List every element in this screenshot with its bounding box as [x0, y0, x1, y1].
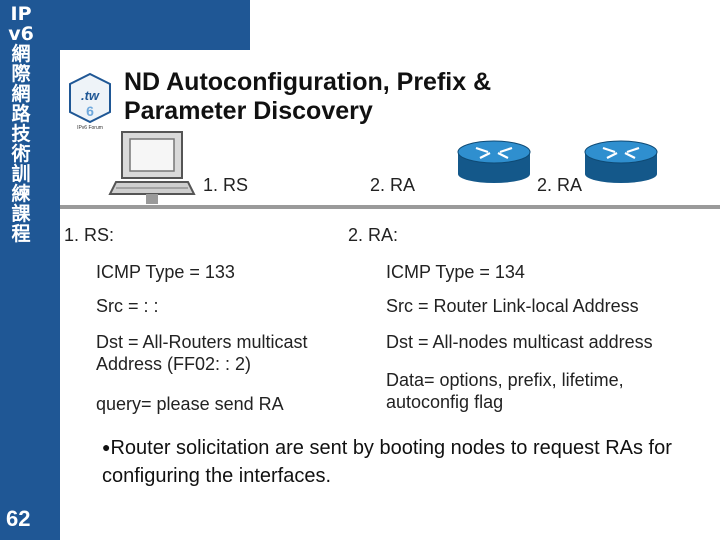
ra-data-line2: autoconfig flag [386, 392, 504, 412]
ra-arrow-label: 2. RA [537, 175, 583, 195]
computer-icon [108, 131, 196, 204]
network-link-line [60, 205, 720, 209]
bullet-point: ●Router solicitation are sent by booting… [102, 433, 702, 490]
svg-text:6: 6 [86, 103, 94, 119]
slide-title: ND Autoconfiguration, Prefix & Parameter… [124, 68, 492, 125]
sidebar: IPv6網際網路技術訓練課程 62 [0, 0, 60, 540]
ra-dst: Dst = All-nodes multicast address [386, 332, 653, 352]
router-icon [457, 140, 531, 183]
rs-src: Src = : : [96, 296, 159, 316]
rs-query: query= please send RA [96, 394, 284, 414]
page-number: 62 [6, 506, 31, 531]
ra-src: Src = Router Link-local Address [386, 296, 639, 316]
ra-data-line1: Data= options, prefix, lifetime, [386, 370, 624, 390]
svg-text:.tw: .tw [81, 88, 100, 103]
rs-dst-line2: Address (FF02: : 2) [96, 354, 252, 374]
top-band [60, 0, 250, 50]
svg-text:IPv6 Forum: IPv6 Forum [77, 125, 103, 131]
ra-icmp-type: ICMP Type = 134 [386, 262, 525, 282]
ra-heading: 2. RA: [348, 225, 399, 245]
rs-dst-line1: Dst = All-Routers multicast [96, 332, 308, 352]
rs-heading: 1. RS: [64, 225, 115, 245]
rs-icmp-type: ICMP Type = 133 [96, 262, 235, 282]
vertical-course-title: IPv6網際網路技術訓練課程 [8, 3, 34, 245]
router-icon [584, 140, 658, 183]
bullet-dot-icon: ● [102, 439, 111, 455]
ra-arrow-label: 2. RA [370, 175, 416, 195]
ipv6-forum-logo: .tw 6 IPv6 Forum [66, 70, 114, 132]
rs-arrow-label: 1. RS [203, 175, 249, 195]
bullet-text: Router solicitation are sent by booting … [102, 437, 672, 487]
